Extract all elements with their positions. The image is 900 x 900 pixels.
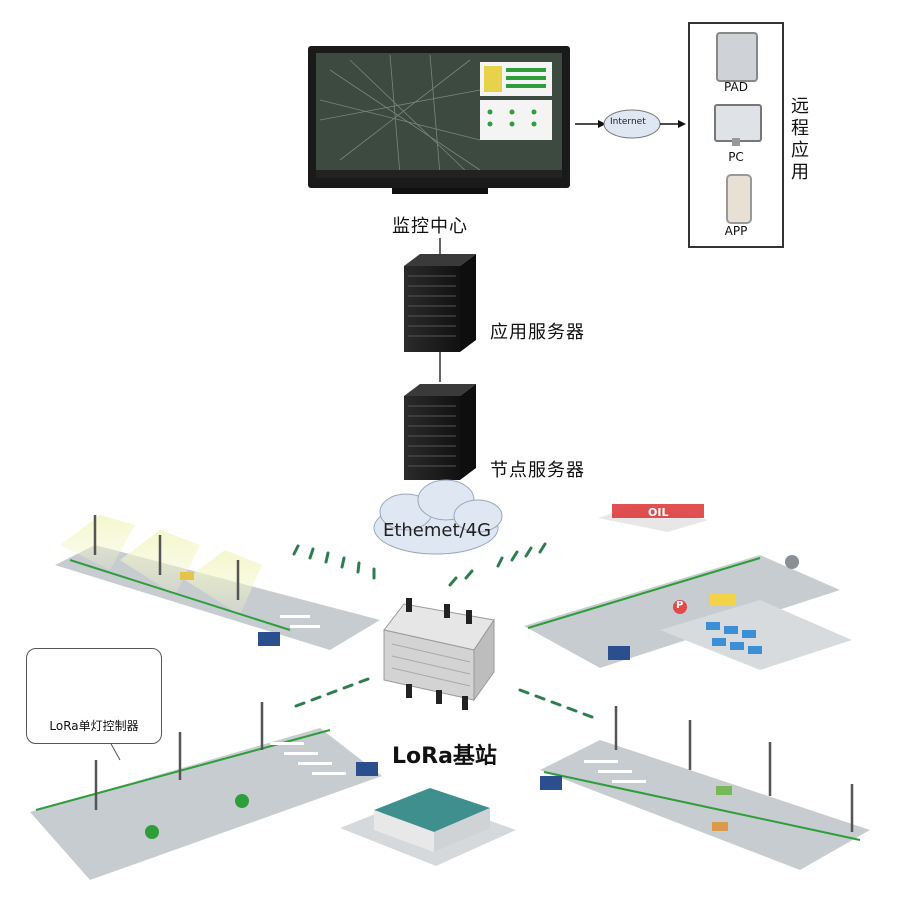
app-server-label: 应用服务器 bbox=[490, 322, 585, 343]
node-server bbox=[404, 384, 476, 480]
desktop-stand bbox=[732, 138, 740, 146]
phone-icon bbox=[726, 174, 752, 224]
network-cloud-label: Ethemet/4G bbox=[382, 520, 492, 541]
scene-street-left bbox=[30, 702, 382, 880]
desktop-icon bbox=[714, 104, 762, 142]
remote-devices-panel: PAD PC APP bbox=[688, 22, 784, 248]
app-server bbox=[404, 254, 476, 352]
device-label-pad: PAD bbox=[724, 80, 748, 94]
scene-lit-street bbox=[55, 515, 380, 650]
scene-gas-station bbox=[524, 504, 852, 670]
building bbox=[340, 788, 516, 866]
network-cloud bbox=[373, 479, 503, 555]
controller-callout bbox=[109, 741, 121, 761]
tablet-icon bbox=[716, 32, 758, 82]
internet-label: Internet bbox=[610, 117, 646, 127]
controller-label: LoRa单灯控制器 bbox=[49, 719, 139, 733]
lora-gateway bbox=[383, 598, 495, 710]
monitor bbox=[308, 46, 570, 194]
node-server-label: 节点服务器 bbox=[490, 460, 585, 481]
controller-box bbox=[26, 648, 162, 744]
scene-street-right bbox=[540, 706, 870, 870]
parking-sign: P bbox=[676, 600, 684, 611]
monitor-label: 监控中心 bbox=[392, 216, 468, 237]
internet-link bbox=[575, 109, 686, 139]
remote-apps-title: 远程应用 bbox=[791, 96, 809, 183]
device-label-app: APP bbox=[724, 224, 748, 238]
signal-waves bbox=[292, 542, 594, 719]
gateway-label: LoRa基站 bbox=[392, 744, 497, 769]
gas-station-sign: OIL bbox=[648, 506, 669, 519]
device-label-pc: PC bbox=[728, 150, 744, 164]
